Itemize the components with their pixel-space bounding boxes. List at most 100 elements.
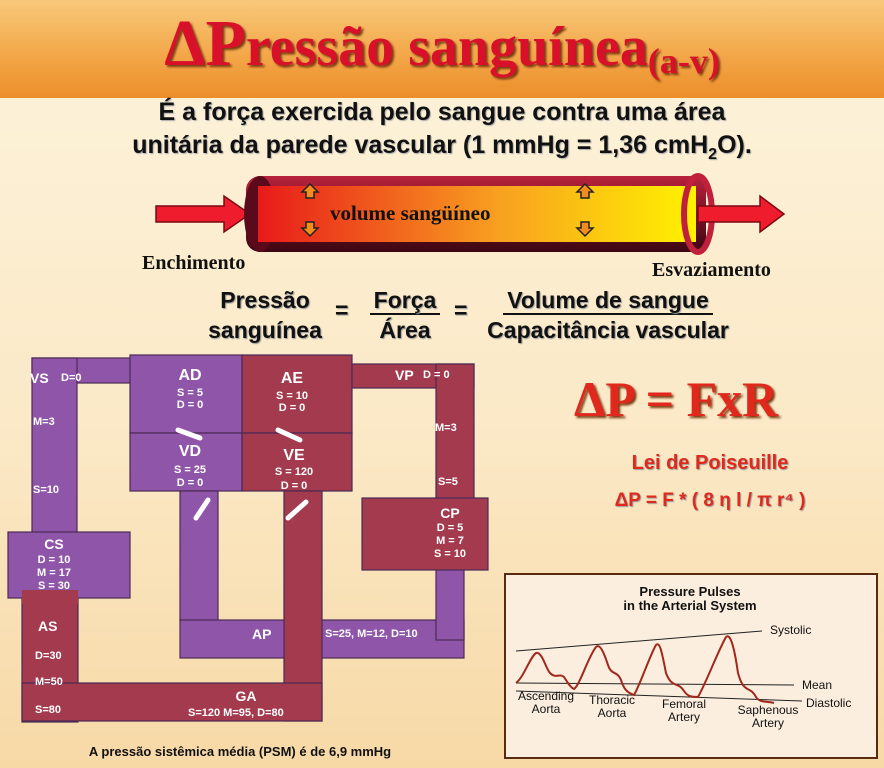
vs-d: D=0 xyxy=(61,372,82,384)
pp-title-1: Pressure Pulses xyxy=(639,584,741,599)
pressure-down-arrow xyxy=(300,221,320,238)
vd-block xyxy=(129,432,243,492)
ve-s: S = 120 xyxy=(274,466,314,478)
as-d: D=30 xyxy=(35,650,62,662)
ad-d: D = 0 xyxy=(176,399,204,411)
diastolic-label: Diastolic xyxy=(806,696,852,710)
pressure-pulses-figure xyxy=(504,573,878,759)
diastolic-line xyxy=(515,690,803,702)
ga-values: S=120 M=95, D=80 xyxy=(188,707,284,719)
site-3-line-1: Femoral xyxy=(661,697,706,711)
filling-label: Enchimento xyxy=(142,252,246,274)
delta-p-formula: ΔP = FxR xyxy=(574,371,779,427)
pp-title-2: in the Arterial System xyxy=(623,598,757,613)
cp-m: M = 7 xyxy=(436,535,464,547)
footnote: A pressão sistêmica média (PSM) é de 6,9… xyxy=(88,744,392,759)
title-p: P xyxy=(205,7,246,80)
definition-line-2-b: O). xyxy=(717,131,752,159)
definition-line-2-a: unitária da parede vascular (1 mmHg = 1,… xyxy=(132,131,709,159)
vessel-label: volume sangüíneo xyxy=(330,201,491,225)
definition-line-1: É a força exercida pelo sangue contra um… xyxy=(158,98,726,126)
mid-numerator: Força xyxy=(360,285,450,315)
equals-sign-1: = xyxy=(335,297,349,323)
title-delta: Δ xyxy=(164,7,206,80)
as-m: M=50 xyxy=(35,676,63,688)
title-banner xyxy=(0,0,884,98)
vs-name: VS xyxy=(30,370,49,386)
site-2-line-1: Thoracic xyxy=(588,693,635,707)
cs-m: M = 17 xyxy=(37,567,71,579)
pressure-equation: Pressão sanguínea = Força Área = Volume … xyxy=(190,285,750,345)
cp-s: S = 10 xyxy=(433,548,467,560)
ae-name: AE xyxy=(280,370,304,387)
ae-d: D = 0 xyxy=(278,402,306,414)
pressure-up-arrow xyxy=(300,182,320,199)
vs-s: S=10 xyxy=(33,484,59,496)
poiseuille-law-label: Lei de Poiseuille xyxy=(631,452,789,474)
area-text: Área xyxy=(379,317,431,343)
volume-over-capacitance: Volume de sangue Capacitância vascular xyxy=(472,285,744,345)
site-2-line-2: Aorta xyxy=(597,706,627,720)
vp-d: D = 0 xyxy=(423,369,450,381)
ve-d: D = 0 xyxy=(280,480,308,492)
cs-s: S = 30 xyxy=(37,580,71,592)
title-main: ressão sanguínea xyxy=(245,16,648,78)
blood-vessel-diagram xyxy=(155,173,786,255)
ga-name: GA xyxy=(235,688,257,704)
systolic-label: Systolic xyxy=(770,623,812,637)
ae-block xyxy=(241,354,353,434)
vp-s: S=5 xyxy=(438,476,458,488)
cs-d: D = 10 xyxy=(37,554,71,566)
vd-d: D = 0 xyxy=(176,477,204,489)
cs-block xyxy=(7,531,131,599)
as-name: AS xyxy=(38,618,58,634)
vd-s: S = 25 xyxy=(173,464,207,476)
mean-line xyxy=(515,682,795,686)
ap-name: AP xyxy=(252,626,272,642)
lhs-bottom: sanguínea xyxy=(208,317,322,343)
force-over-area: Força Área xyxy=(360,285,450,345)
cp-d: D = 5 xyxy=(436,522,464,534)
site-4-line-1: Saphenous xyxy=(737,703,799,717)
pulmonary-valve xyxy=(193,497,211,521)
vessel-lumen xyxy=(258,186,696,242)
ae-s: S = 10 xyxy=(275,390,309,402)
force-text: Força xyxy=(369,287,441,315)
ve-name: VE xyxy=(283,447,305,464)
emptying-label: Esvaziamento xyxy=(652,259,771,281)
mean-label: Mean xyxy=(802,678,833,692)
capacitance-text: Capacitância vascular xyxy=(487,317,729,343)
cs-name: CS xyxy=(44,536,64,552)
ve-block xyxy=(241,432,353,492)
tricuspid-valve xyxy=(175,427,203,441)
outflow-arrow xyxy=(697,194,786,234)
lhs-term: Pressão sanguínea xyxy=(190,285,340,345)
ad-s: S = 5 xyxy=(177,387,203,399)
ad-block xyxy=(129,354,243,434)
aortic-valve xyxy=(285,499,309,521)
lhs-top: Pressão xyxy=(220,287,310,313)
systolic-line xyxy=(515,630,763,652)
site-3-line-2: Artery xyxy=(667,710,700,724)
pressure-pulse-curves xyxy=(515,630,803,704)
vp-m: M=3 xyxy=(435,422,457,434)
ad-name: AD xyxy=(178,367,202,384)
pressure-up-arrow xyxy=(575,182,595,199)
circulation-diagram xyxy=(7,354,489,723)
great-arteries-tube xyxy=(21,682,323,722)
site-1-line-1: Ascending xyxy=(517,689,575,703)
inflow-arrow xyxy=(155,194,252,234)
cp-name: CP xyxy=(440,505,460,521)
as-s: S=80 xyxy=(35,704,61,716)
vs-m: M=3 xyxy=(33,416,55,428)
cp-block xyxy=(361,497,489,571)
site-1-line-2: Aorta xyxy=(531,702,561,716)
site-4-line-2: Artery xyxy=(751,716,784,730)
poiseuille-equation: ΔP = F * ( 8 η l / π r⁴ ) xyxy=(614,490,806,511)
page-title: ΔPressão sanguínea(a-v) xyxy=(0,6,884,82)
definition-line-2: unitária da parede vascular (1 mmHg = 1,… xyxy=(40,129,844,171)
equals-sign-2: = xyxy=(454,297,468,323)
